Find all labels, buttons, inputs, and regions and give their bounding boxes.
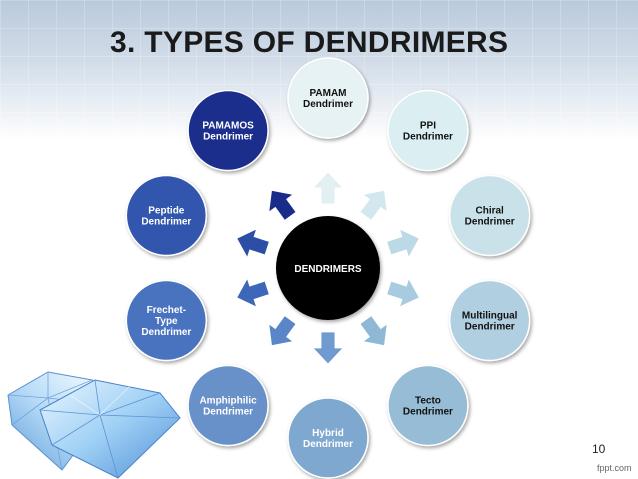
node-label-chiral-line-0: Chiral [476,205,505,216]
node-label-pamam-line-0: PAMAM [309,88,346,99]
node-label-multilingual-line-0: Multilingual [462,311,518,322]
center-node: DENDRIMERS [276,216,380,320]
arrow-peptide-icon [236,228,270,259]
arrow-chiral-icon [386,228,420,259]
node-label-pamamos-line-0: PAMAMOS [202,120,254,131]
node-label-hybrid-line-1: Dendrimer [303,439,353,450]
node-label-pamam-line-1: Dendrimer [303,99,353,110]
node-label-multilingual-line-1: Dendrimer [465,322,515,333]
node-label-amphiphilic-line-0: Amphiphilic [199,396,257,407]
diamond-decoration [7,371,181,479]
nodes-layer: PAMAMDendrimerPPIDendrimerChiralDendrime… [125,57,531,479]
arrow-pamamos-icon [268,189,297,221]
node-label-tecto-line-0: Tecto [415,396,441,407]
arrows-layer [236,171,420,365]
arrow-amphiphilic-icon [268,315,297,347]
diamond-front-icon [39,379,181,479]
node-label-ppi-line-1: Dendrimer [403,131,453,142]
arrow-tecto-icon [359,315,388,347]
center-node-label: DENDRIMERS [294,264,362,275]
arrow-frechet-icon [236,277,270,308]
footer-brand: fppt.com [597,463,632,473]
node-label-frechet-line-0: Frechet- [147,305,186,316]
node-label-peptide-line-0: Peptide [148,205,185,216]
arrow-hybrid-icon [312,331,344,365]
page-number: 10 [592,442,606,456]
node-label-ppi-line-0: PPI [420,120,436,131]
node-label-pamamos-line-1: Dendrimer [203,131,253,142]
node-label-amphiphilic-line-1: Dendrimer [203,407,253,418]
arrow-multilingual-icon [386,277,420,308]
node-label-frechet-line-2: Dendrimer [141,327,191,338]
node-label-frechet-line-1: Type [155,316,178,327]
slide-title: 3. TYPES OF DENDRIMERS [110,26,509,59]
arrow-pamam-icon [312,171,344,205]
node-label-chiral-line-1: Dendrimer [465,216,515,227]
node-label-tecto-line-1: Dendrimer [403,407,453,418]
arrow-ppi-icon [359,189,388,221]
node-label-hybrid-line-0: Hybrid [312,428,344,439]
node-label-peptide-line-1: Dendrimer [141,216,191,227]
